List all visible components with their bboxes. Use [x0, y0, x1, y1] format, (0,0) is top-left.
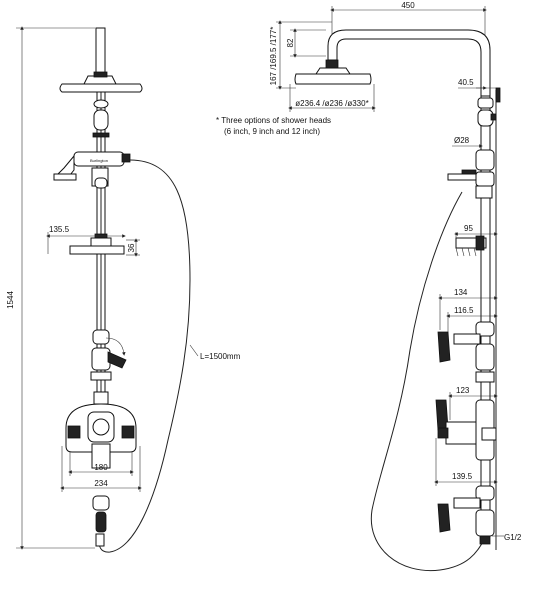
- shower-rose: [59, 71, 143, 93]
- head-neck-label: 82: [286, 38, 295, 47]
- hose-length-label: L=1500mm: [200, 352, 241, 361]
- shower-head-note: * Three options of shower heads (6 inch,…: [216, 116, 331, 136]
- holder-side: [447, 149, 495, 199]
- arm-reach-label: 450: [401, 1, 415, 10]
- lower-projection-label: 139.5: [452, 472, 473, 481]
- hand-shower-holder: Burlington: [53, 151, 131, 189]
- note-line-1: * Three options of shower heads: [216, 116, 331, 125]
- lower-outlet: [92, 495, 110, 547]
- handle-projection-1-label: 134: [454, 288, 468, 297]
- svg-text:Burlington: Burlington: [90, 158, 108, 163]
- head-height-label: 167 /169.5 /177*: [269, 27, 278, 86]
- valve-side: [435, 399, 497, 461]
- connection-label: G1/2: [504, 533, 522, 542]
- lower-outlet-side: [437, 485, 495, 545]
- front-view: 1544 Burlington L=1500mm: [6, 26, 241, 553]
- side-view: 450 167 /169.5 /177* 82 ø236.4 /ø236 /ø3…: [269, 1, 522, 572]
- handle-projection-2-label: 116.5: [454, 306, 474, 315]
- upper-handle-side: [437, 321, 495, 383]
- valve-projection-label: 123: [456, 386, 470, 395]
- riser-offset-label: 40.5: [458, 78, 474, 87]
- soap-dish-side: [455, 235, 487, 257]
- soap-dish-height-label: 36: [127, 243, 136, 252]
- soap-dish-width-label: 135.5: [49, 225, 70, 234]
- valve-width-label: 234: [94, 479, 108, 488]
- upper-control-handle: [90, 329, 127, 381]
- shower-arm: [95, 27, 106, 77]
- shower-hose: [98, 159, 191, 553]
- shower-head-side: [294, 59, 372, 85]
- head-diameter-label: ø236.4 /ø236 /ø330*: [295, 99, 368, 108]
- note-line-2: (6 inch, 9 inch and 12 inch): [224, 127, 320, 136]
- overall-height-label: 1544: [6, 291, 15, 309]
- valve-centres-label: 180: [94, 463, 108, 472]
- hose-side: [370, 191, 485, 572]
- thermostatic-valve: [65, 391, 137, 469]
- soap-dish: [69, 233, 125, 255]
- riser-diameter-label: Ø28: [454, 136, 470, 145]
- dish-depth-label: 95: [464, 224, 473, 233]
